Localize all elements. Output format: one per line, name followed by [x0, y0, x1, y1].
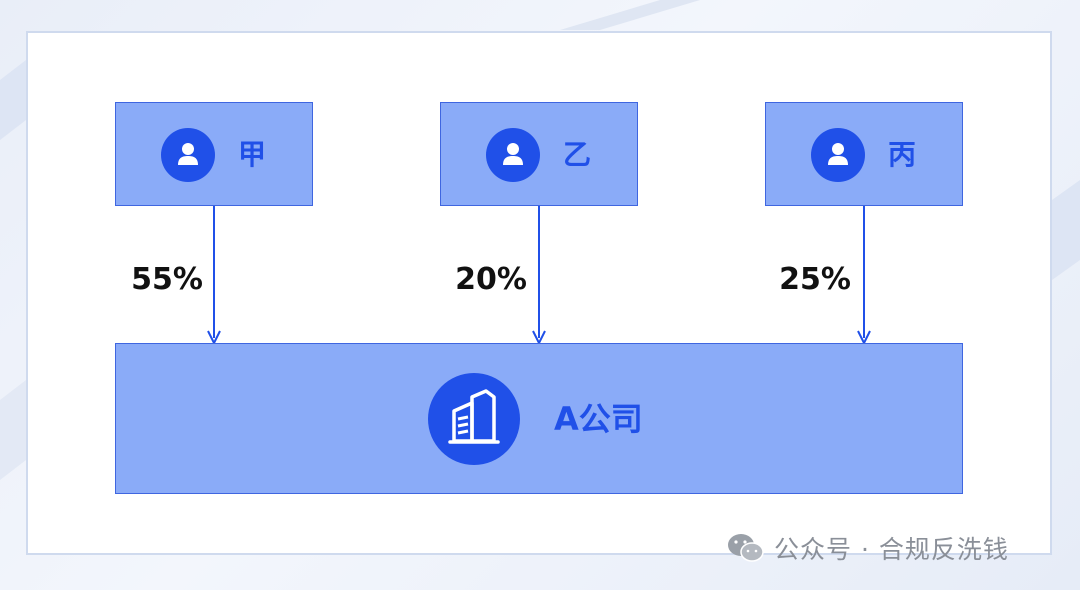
shareholder-box-jia: 甲	[115, 102, 313, 206]
shareholder-box-yi: 乙	[440, 102, 638, 206]
person-icon	[486, 128, 540, 182]
wechat-icon	[728, 534, 764, 562]
shareholder-name: 乙	[563, 138, 592, 171]
watermark: 公众号 · 合规反洗钱	[726, 528, 1009, 568]
person-icon	[161, 128, 215, 182]
shareholder-name: 丙	[888, 138, 917, 171]
shareholder-name: 甲	[238, 138, 267, 171]
watermark-text: 公众号 · 合规反洗钱	[774, 535, 1009, 564]
person-icon	[811, 128, 865, 182]
share-percentage-jia: 55%	[131, 262, 203, 297]
building-icon	[428, 373, 520, 465]
company-box: A公司	[115, 343, 963, 494]
shareholder-box-bing: 丙	[765, 102, 963, 206]
share-percentage-yi: 20%	[455, 262, 527, 297]
share-percentage-bing: 25%	[779, 262, 851, 297]
company-name: A公司	[554, 400, 643, 438]
